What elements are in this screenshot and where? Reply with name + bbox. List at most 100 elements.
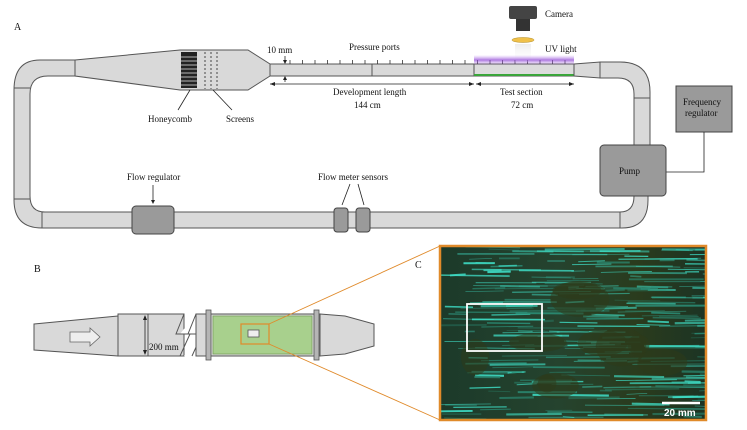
honeycomb [181, 52, 197, 88]
flow-streak [687, 382, 706, 384]
development-length-label: Development length [333, 87, 407, 97]
flow-streak [531, 276, 571, 279]
flow-streak [679, 285, 706, 287]
flow-streak [686, 259, 706, 262]
flow-streak [635, 265, 681, 268]
flow-streak [460, 307, 533, 310]
flow-regulator-label: Flow regulator [127, 172, 180, 182]
flow-streak [691, 332, 706, 334]
flow-streak [692, 399, 706, 402]
uv-light-label: UV light [545, 44, 577, 54]
scale-bar-label: 20 mm [664, 408, 696, 419]
ten-mm-label: 10 mm [267, 45, 292, 55]
flow-streak [667, 395, 699, 399]
test-section-label: Test section [500, 87, 543, 97]
pump-cable [666, 132, 705, 173]
flow-meter-sensor-1 [333, 207, 349, 233]
honeycomb-label: Honeycomb [148, 114, 192, 124]
flow-streak [481, 325, 534, 328]
panel-label-a: A [14, 22, 22, 33]
flow-streak [651, 377, 706, 380]
flow-streak [591, 313, 625, 317]
screens-leader [212, 89, 233, 111]
flow-dark-patch [637, 348, 688, 376]
flow-streak [685, 263, 706, 265]
flow-streak [583, 315, 619, 318]
flow-streak [582, 385, 603, 388]
flow-streak [489, 363, 546, 366]
ten-mm-marker [283, 56, 287, 82]
flow-streak [683, 267, 706, 269]
flow-meter-leader-1 [341, 183, 351, 206]
flow-streak [444, 417, 487, 420]
flow-streak [631, 402, 670, 406]
flow-streak [651, 311, 681, 315]
region-of-interest-box [466, 303, 543, 352]
flow-streak [666, 408, 706, 410]
zoom-line-top [268, 245, 441, 325]
flow-streak [615, 379, 677, 381]
screens-label: Screens [226, 114, 254, 124]
development-length-value: 144 cm [354, 100, 381, 110]
panel-label-b: B [34, 264, 41, 275]
flow-streak [544, 247, 625, 251]
zoom-line-bottom [268, 343, 441, 421]
flow-dark-patch [460, 338, 490, 376]
flow-streak [627, 301, 696, 304]
frequency-regulator-label-line2: regulator [685, 108, 717, 118]
flow-streak [491, 313, 531, 316]
flow-streak [645, 346, 706, 349]
flow-visualization-image [438, 244, 708, 422]
flow-streak [561, 374, 611, 377]
flow-streak [517, 327, 595, 329]
flow-streak [578, 260, 605, 263]
flow-meter-leader-2 [357, 183, 365, 206]
height-arrow-bottom [143, 350, 147, 355]
flow-streak [644, 344, 706, 348]
flow-regulator [131, 205, 175, 235]
measurement-window-highlight [240, 323, 270, 345]
flow-streak [475, 374, 505, 377]
flow-streak [506, 307, 534, 310]
flow-streak [600, 271, 652, 273]
flow-streak [568, 396, 620, 400]
flow-dark-patch [577, 330, 628, 357]
flow-streak [617, 310, 687, 313]
test-section-value: 72 cm [511, 100, 533, 110]
pressure-ports-label: Pressure ports [349, 42, 400, 52]
flow-dark-patch [537, 374, 557, 393]
flow-streak [472, 287, 506, 290]
flow-streak [659, 325, 706, 327]
flow-streak [636, 324, 671, 326]
flow-meter-sensor-2 [355, 207, 371, 233]
flow-regulator-arrowhead [151, 200, 155, 204]
flow-streak [499, 396, 534, 400]
flow-streak [506, 412, 562, 416]
pump-box [599, 144, 667, 197]
flow-streak [469, 257, 492, 260]
flow-streak [572, 263, 612, 266]
flow-streak [480, 359, 539, 362]
flow-streak [630, 275, 642, 278]
flow-streak [684, 319, 706, 322]
flow-streak [650, 296, 705, 299]
flow-streak [562, 416, 575, 418]
test-section-schematic [33, 309, 375, 361]
flow-streak [465, 290, 504, 292]
flow-streak [655, 385, 705, 389]
flow-streak [543, 319, 554, 323]
flow-streak [652, 412, 706, 416]
flow-streak [469, 386, 501, 389]
flow-streak [641, 314, 698, 317]
flow-streak [693, 319, 706, 322]
flow-streak [604, 288, 625, 292]
flow-loop-pipe [13, 49, 651, 229]
flow-streak [443, 318, 494, 320]
flow-streak [444, 305, 474, 309]
pump-label: Pump [619, 166, 641, 176]
frequency-regulator-box [675, 85, 733, 133]
flow-streak [494, 287, 555, 290]
flow-streak [488, 248, 520, 251]
flow-streak [614, 375, 665, 379]
flow-streak [440, 274, 510, 277]
